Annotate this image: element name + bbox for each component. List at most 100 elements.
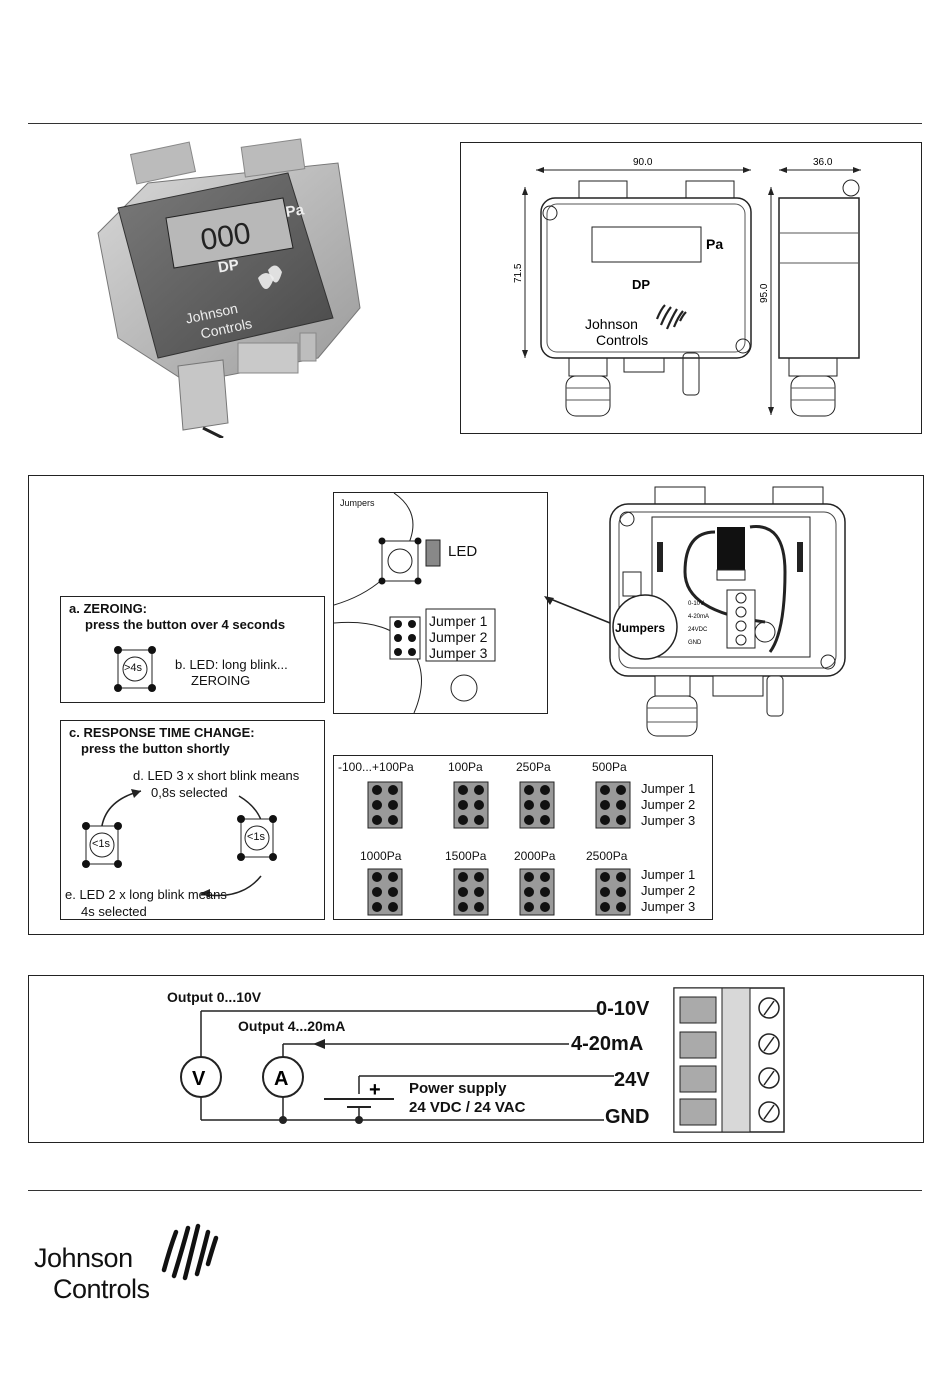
range-jumper3-label: Jumper 3 (641, 899, 696, 914)
jumper-pin (372, 800, 382, 810)
top-divider (28, 123, 922, 124)
power-supply-line1: Power supply (409, 1080, 507, 1097)
jumper-pin (616, 800, 626, 810)
jumper-pin (388, 872, 398, 882)
jumper-pin (372, 887, 382, 897)
jumper-pin (524, 887, 534, 897)
jumpers-detail-title: Jumpers (340, 498, 375, 508)
open-device-drawing: 0-10V 4-20mA 24VDC GND Jumpers (609, 486, 846, 737)
jumpers-detail-panel: Jumpers LED Jumper 1 Jumper 2 Jumper 3 (333, 492, 548, 714)
jumper-pin (388, 785, 398, 795)
terminal-24v-label: 24V (614, 1069, 650, 1091)
jumper-pin (540, 785, 550, 795)
zeroing-button-label: >4s (124, 662, 143, 674)
dim-width-label: 90.0 (633, 157, 653, 168)
response-e-line1: e. LED 2 x long blink means (65, 887, 227, 902)
jumper-pin (372, 815, 382, 825)
jumper-pin (388, 887, 398, 897)
jumper-block (519, 781, 555, 829)
jumper-pin (600, 800, 610, 810)
open-device-term-24vdc: 24VDC (688, 627, 708, 633)
jumper-pin (616, 872, 626, 882)
zeroing-led-line2: ZEROING (191, 673, 251, 688)
range-label: 500Pa (592, 760, 627, 774)
zeroing-button-icon (114, 646, 156, 692)
range-label: 1500Pa (445, 849, 487, 863)
jumper-pin (600, 785, 610, 795)
zeroing-panel: a. ZEROING: press the button over 4 seco… (60, 596, 325, 703)
photo-logo-icon (258, 265, 282, 289)
range-jumper-panel: -100...+100Pa 100Pa 250Pa 500Pa 1000Pa 1… (333, 755, 713, 920)
jumper-block (595, 781, 631, 829)
response-d-line2: 0,8s selected (151, 785, 228, 800)
jumpers-detail-drawing (334, 493, 496, 713)
jumper-block (453, 781, 489, 829)
response-time-panel: c. RESPONSE TIME CHANGE: press the butto… (60, 720, 325, 920)
response-d-line1: d. LED 3 x short blink means (133, 768, 300, 783)
drawing-brand-line1: Johnson (585, 316, 638, 332)
jumper-pin (474, 785, 484, 795)
range-label: 100Pa (448, 760, 483, 774)
jumper-pin (388, 800, 398, 810)
output-v-label: Output 0...10V (167, 989, 262, 1005)
zeroing-subtitle: press the button over 4 seconds (85, 617, 286, 632)
footer-logo-icon (161, 1223, 219, 1281)
jumper-block (595, 868, 631, 916)
jumper-pin (600, 815, 610, 825)
jumper-pin (474, 815, 484, 825)
range-label: 250Pa (516, 760, 551, 774)
range-jumper-blocks (367, 781, 631, 916)
range-jumper1-label: Jumper 1 (641, 867, 696, 882)
jumper-pin (616, 887, 626, 897)
jumper-pin (524, 785, 534, 795)
jumper-pin (458, 872, 468, 882)
drawing-model: DP (632, 277, 650, 292)
jumper-block (519, 868, 555, 916)
jumper-pin (524, 815, 534, 825)
jumper-pin (524, 902, 534, 912)
response-cycle-drawing (82, 789, 277, 898)
jumper-pin (600, 872, 610, 882)
bottom-divider (28, 1190, 922, 1191)
response-button-right-label: <1s (247, 831, 266, 843)
voltmeter-label: V (192, 1068, 206, 1090)
drawing-display-unit: Pa (706, 236, 723, 252)
range-jumper3-label: Jumper 3 (641, 813, 696, 828)
jumper-pin (388, 902, 398, 912)
footer-brand-line1: Johnson (34, 1243, 133, 1273)
response-button-left-icon (82, 822, 122, 868)
drawing-logo-icon (655, 304, 687, 330)
jumper-pin (600, 887, 610, 897)
zeroing-led-line1: b. LED: long blink... (175, 657, 288, 672)
jumper1-label: Jumper 1 (429, 613, 488, 629)
jumper-pin (474, 887, 484, 897)
device-photo: 000 Pa DP Johnson Controls (97, 138, 361, 438)
range-label: 1000Pa (360, 849, 402, 863)
jumper-pin (540, 872, 550, 882)
open-device-jumpers-callout: Jumpers (615, 621, 665, 635)
dim-height-label: 71.5 (513, 263, 524, 283)
terminal-0-10v-label: 0-10V (596, 998, 650, 1020)
dim-total-height-label: 95.0 (759, 283, 770, 303)
response-e-line2: 4s selected (81, 904, 147, 919)
wiring-diagram: V A + (180, 987, 785, 1133)
terminal-4-20ma-label: 4-20mA (571, 1033, 644, 1055)
jumper-pin (372, 785, 382, 795)
jumper-pin (616, 785, 626, 795)
footer-brand-line2: Controls (53, 1274, 150, 1304)
photo-display-digits: 000 (198, 217, 253, 257)
range-label: -100...+100Pa (338, 760, 414, 774)
jumper-block (367, 868, 403, 916)
jumper-pin (540, 887, 550, 897)
jumper-pin (372, 872, 382, 882)
zeroing-title: a. ZEROING: (69, 601, 148, 616)
jumper2-label: Jumper 2 (429, 629, 488, 645)
jumper-pin (600, 902, 610, 912)
drawing-brand-line2: Controls (596, 332, 648, 348)
photo-display-unit: Pa (285, 201, 306, 221)
jumper-pin (458, 785, 468, 795)
range-jumper1-label: Jumper 1 (641, 781, 696, 796)
jumper-pin (540, 902, 550, 912)
led-label: LED (448, 543, 478, 560)
jumper-pin (458, 800, 468, 810)
